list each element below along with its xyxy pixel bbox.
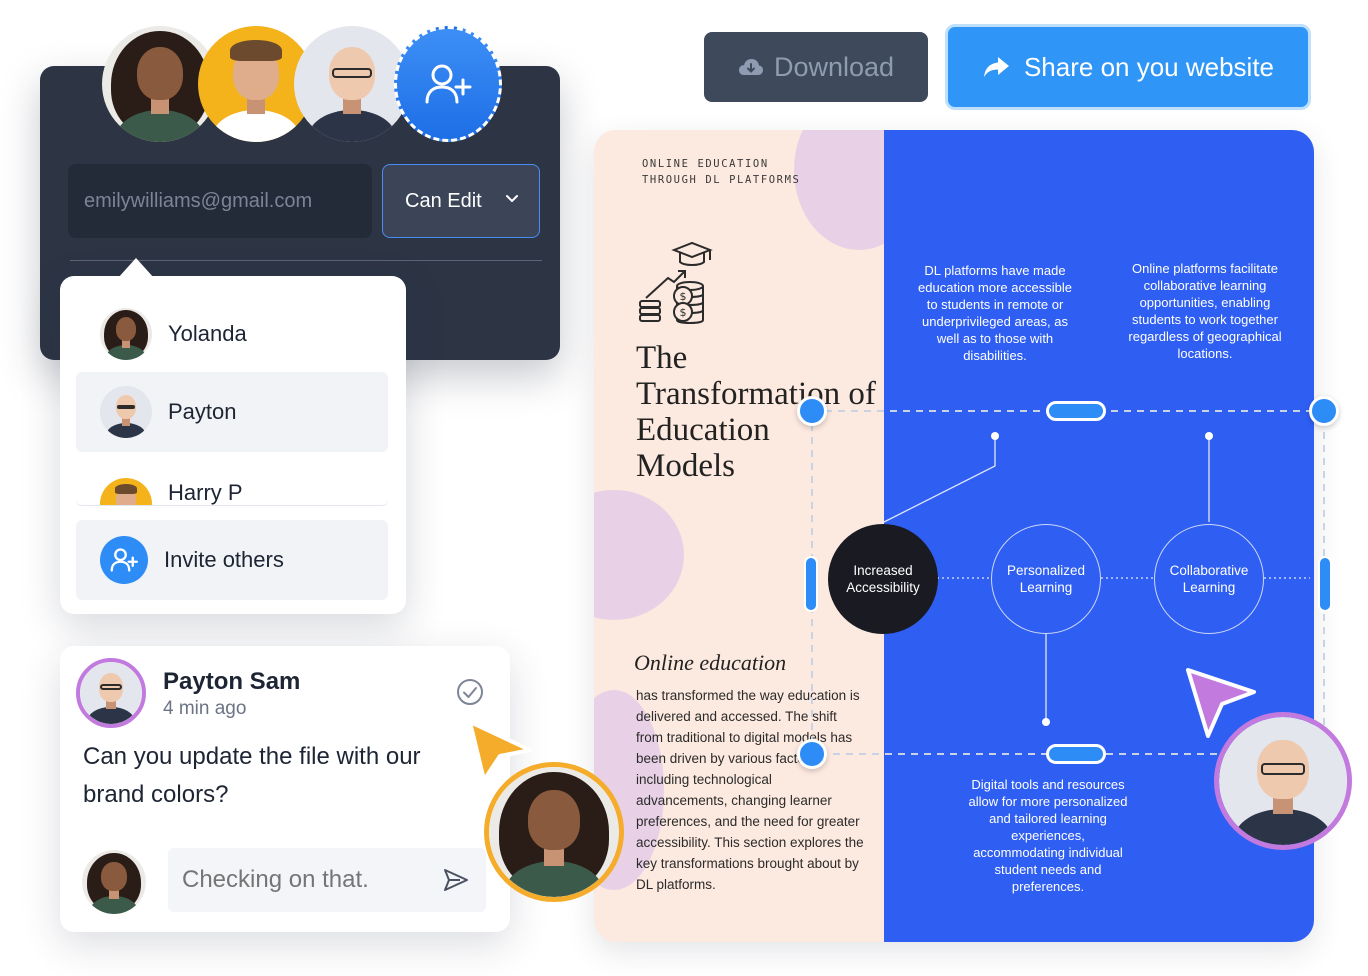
download-label: Download	[773, 51, 895, 82]
avatar[interactable]	[76, 658, 146, 728]
comment-card: Payton Sam 4 min ago Can you update the …	[60, 646, 510, 932]
note-personalized: Digital tools and resources allow for mo…	[968, 777, 1128, 894]
comment-timestamp: 4 min ago	[163, 698, 247, 719]
node-personalized-learning: Personalized Learning	[991, 524, 1101, 634]
avatar[interactable]	[102, 26, 218, 142]
share-arrow-icon	[983, 57, 1009, 77]
add-collaborator-button[interactable]	[394, 26, 502, 142]
send-icon[interactable]	[442, 866, 470, 894]
node-collaborative-learning: Collaborative Learning	[1154, 524, 1264, 634]
svg-text:$: $	[680, 306, 687, 319]
resize-handle-top-left[interactable]	[797, 396, 827, 426]
email-input[interactable]	[68, 164, 372, 238]
user-name: Harry P	[168, 480, 243, 505]
doc-kicker: ONLINE EDUCATION THROUGH DL PLATFORMS	[642, 158, 801, 186]
doc-subtitle: Online education	[634, 650, 787, 675]
user-option-harry[interactable]: Harry P	[76, 456, 388, 506]
share-website-label: Share on you website	[1023, 51, 1275, 82]
check-circle-icon[interactable]	[456, 678, 484, 706]
user-name: Payton	[168, 399, 237, 424]
reply-input[interactable]	[168, 848, 486, 912]
avatar	[100, 478, 152, 505]
user-option-payton[interactable]: Payton	[76, 372, 388, 452]
resize-handle-bottom-left[interactable]	[797, 739, 827, 769]
cloud-download-icon	[738, 59, 763, 75]
resize-handle-left[interactable]	[804, 556, 818, 612]
collaborator-cursor-avatar	[1214, 712, 1352, 850]
doc-title: The Transformation of Education Models	[636, 340, 876, 484]
permission-label: Can Edit	[405, 189, 482, 212]
resize-handle-bottom[interactable]	[1046, 744, 1106, 764]
invite-others-button[interactable]: Invite others	[76, 520, 388, 600]
note-collaborative: Online platforms facilitate collaborativ…	[1128, 261, 1282, 361]
user-plus-icon	[100, 536, 148, 584]
user-option-yolanda[interactable]: Yolanda	[76, 294, 388, 374]
avatar	[100, 386, 152, 438]
note-accessibility: DL platforms have made education more ac…	[918, 263, 1072, 363]
user-plus-icon	[425, 64, 472, 104]
collaborator-avatars	[102, 26, 502, 144]
svg-text:$: $	[680, 290, 687, 303]
share-website-button[interactable]: Share on you website	[945, 24, 1311, 110]
chevron-down-icon	[506, 195, 518, 202]
avatar	[82, 850, 146, 914]
download-button[interactable]: Download	[704, 32, 928, 102]
invite-others-label: Invite others	[164, 547, 284, 572]
divider	[70, 260, 542, 261]
cursor-pointer-icon	[468, 720, 532, 782]
design-canvas[interactable]: ONLINE EDUCATION THROUGH DL PLATFORMS $ …	[594, 130, 1314, 942]
avatar	[100, 308, 152, 360]
cursor-pointer-icon	[1186, 668, 1256, 738]
education-growth-icon: $ $	[639, 241, 713, 324]
resize-handle-right[interactable]	[1318, 556, 1332, 612]
permission-select[interactable]: Can Edit	[382, 164, 540, 238]
avatar[interactable]	[294, 26, 410, 142]
comment-author: Payton Sam	[163, 668, 301, 695]
user-dropdown: Yolanda Payton Harry P Invite others	[60, 258, 406, 614]
user-name: Yolanda	[168, 321, 247, 346]
dropdown-caret	[118, 258, 154, 278]
comment-text: Can you update the file with our brand c…	[83, 743, 421, 808]
node-increased-accessibility: Increased Accessibility	[828, 524, 938, 634]
resize-handle-top-right[interactable]	[1309, 396, 1339, 426]
doc-body: has transformed the way education is del…	[636, 688, 864, 892]
resize-handle-top[interactable]	[1046, 401, 1106, 421]
collaborator-cursor-avatar	[484, 762, 624, 902]
